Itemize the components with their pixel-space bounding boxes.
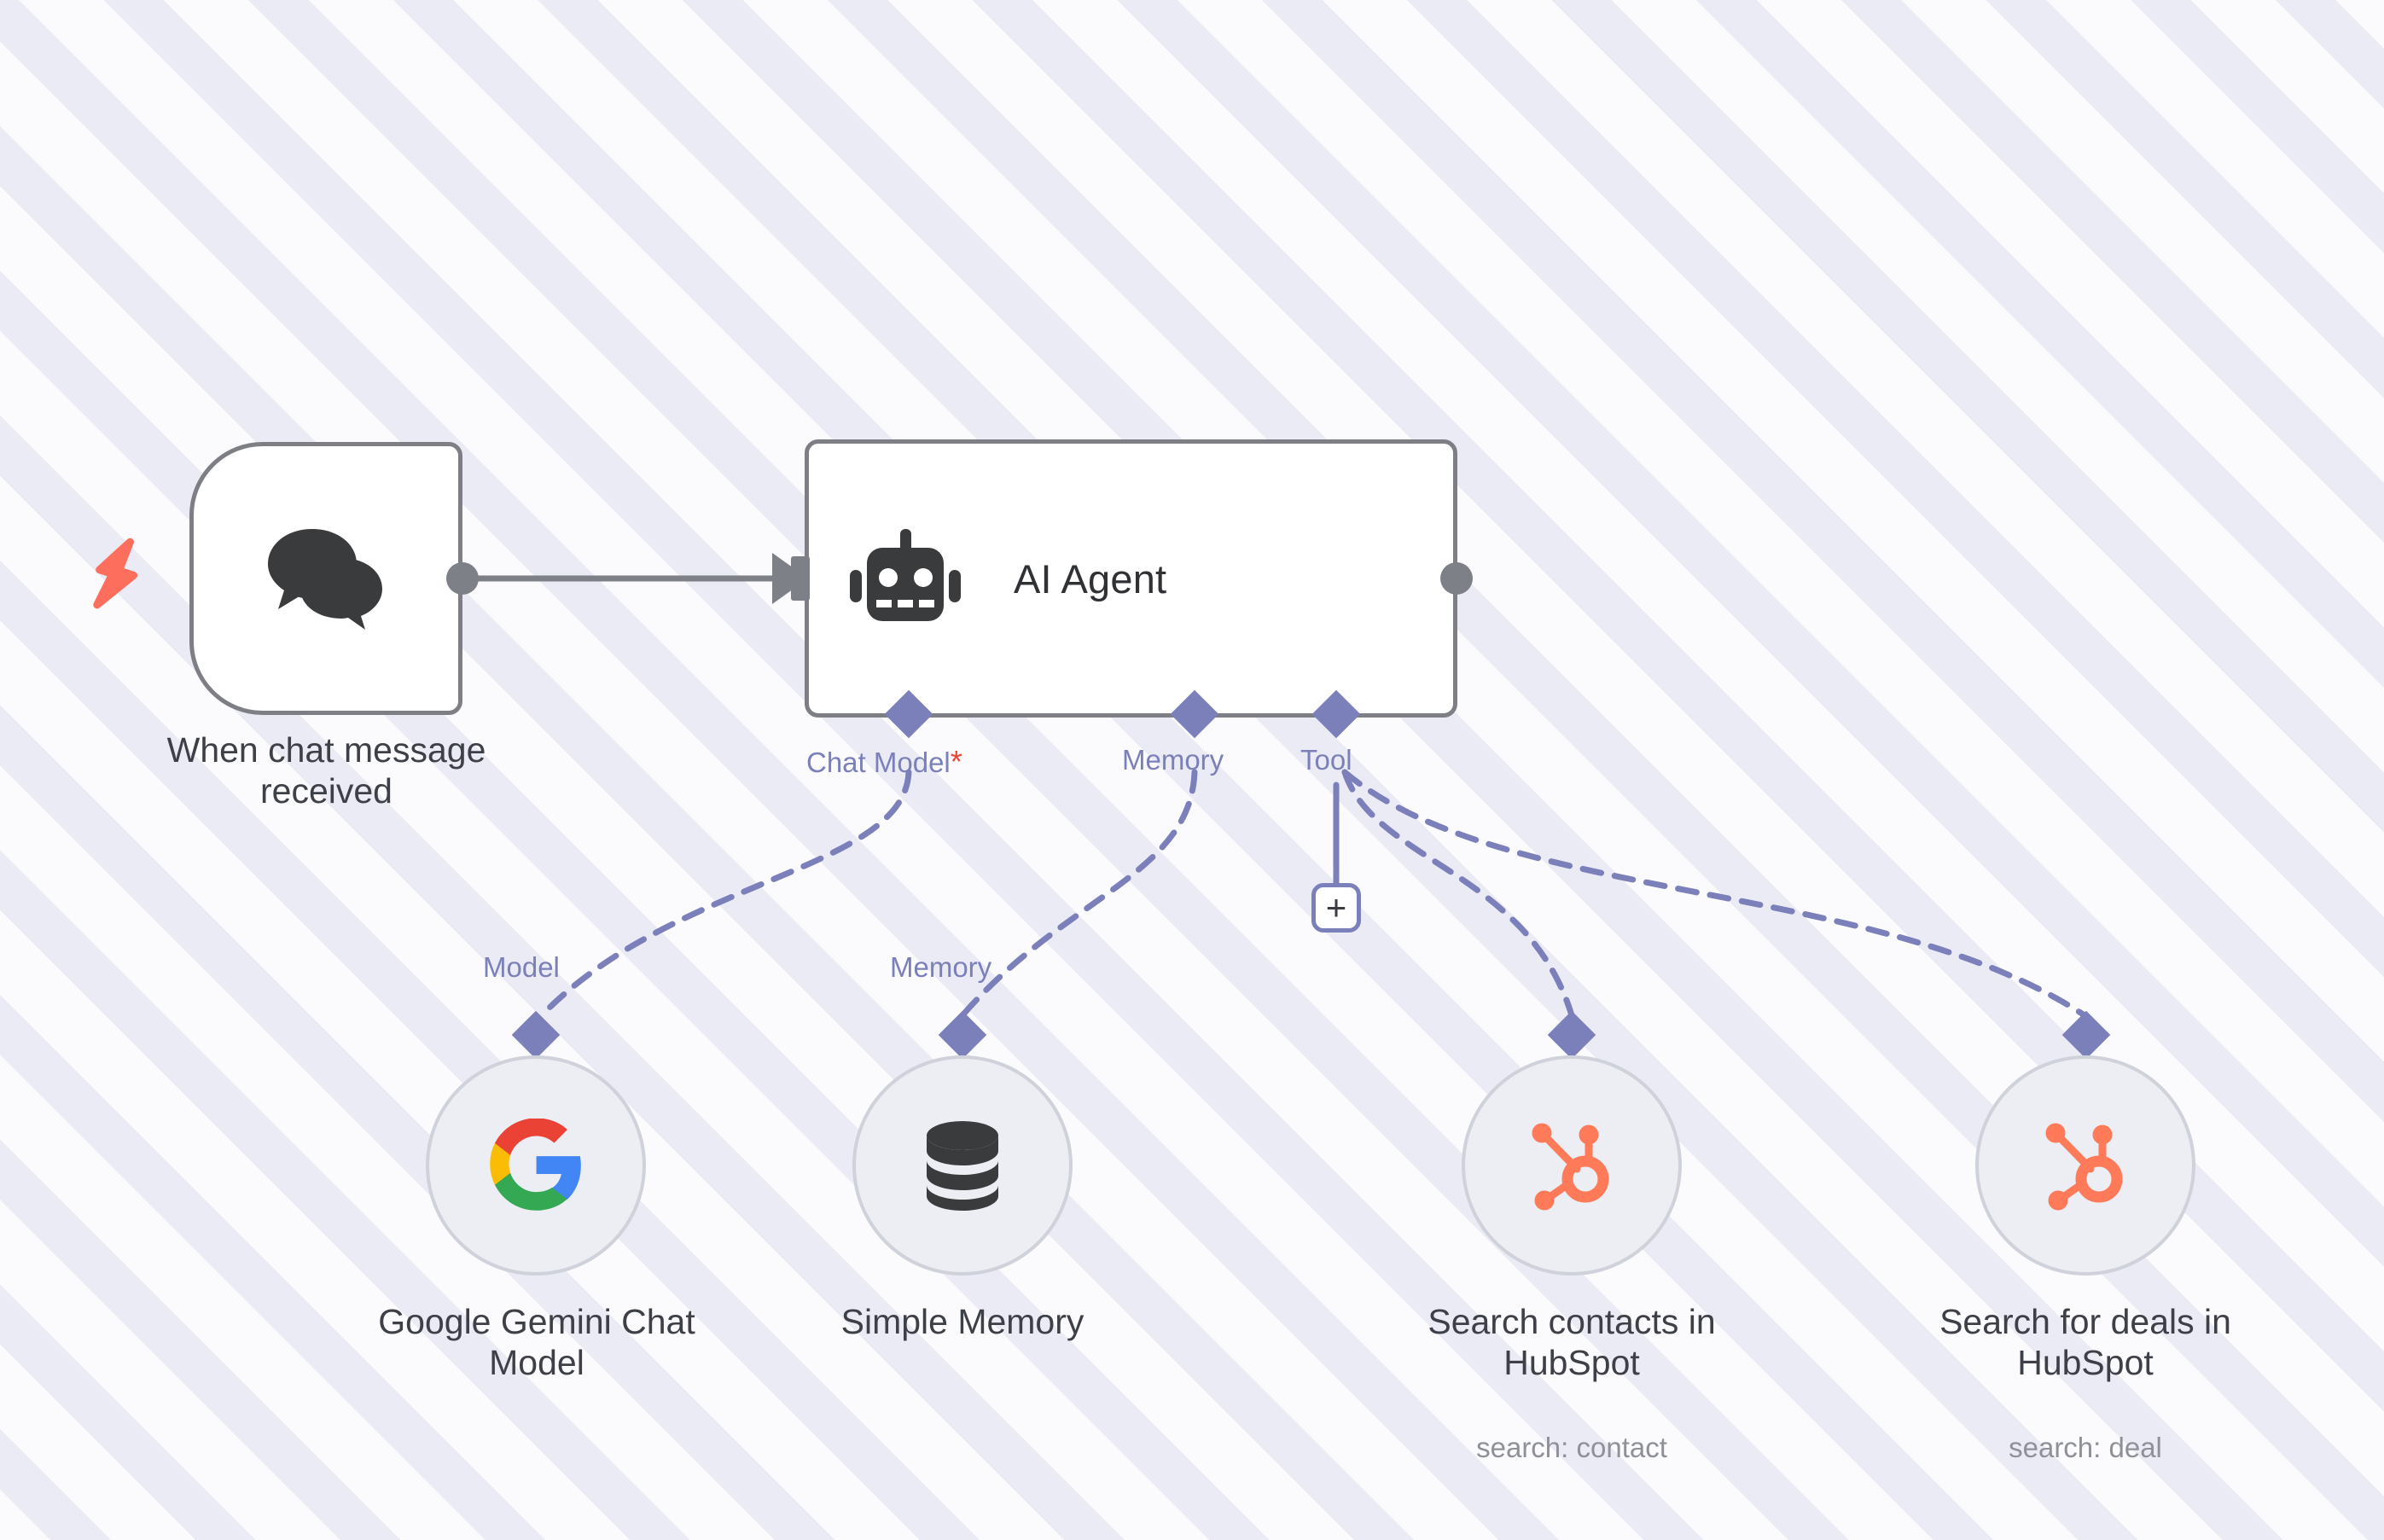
hubspot-icon bbox=[2041, 1118, 2130, 1213]
node-simple-memory[interactable] bbox=[852, 1055, 1073, 1276]
agent-port-label-chat-model: Chat Model* bbox=[806, 744, 962, 780]
node-ai-agent[interactable]: AI Agent bbox=[805, 439, 1457, 718]
sub-node-port-search-deals[interactable] bbox=[2061, 1010, 2111, 1060]
add-tool-button[interactable]: + bbox=[1311, 883, 1361, 933]
node-search-contacts-in-hubspot[interactable] bbox=[1462, 1055, 1682, 1276]
node-label-simple-memory: Simple Memory bbox=[840, 1302, 1084, 1341]
sub-node-port-search-contacts[interactable] bbox=[1547, 1010, 1596, 1060]
agent-output-port[interactable] bbox=[1440, 562, 1473, 595]
agent-port-label-chat-model-text: Chat Model bbox=[806, 747, 951, 778]
robot-icon bbox=[850, 529, 961, 628]
node-subtitle-search-for-deals-in-hubspot: search: deal bbox=[2009, 1432, 2162, 1463]
lightning-bolt-icon bbox=[89, 538, 143, 615]
agent-port-label-memory: Memory bbox=[1122, 744, 1224, 776]
node-label-ai-agent: AI Agent bbox=[1014, 555, 1167, 601]
sub-node-port-simple-memory[interactable] bbox=[938, 1010, 987, 1060]
agent-input-port[interactable] bbox=[791, 556, 810, 601]
node-when-chat-message-received[interactable] bbox=[189, 442, 462, 715]
node-label-search-for-deals-in-hubspot: Search for deals in HubSpot bbox=[1939, 1302, 2231, 1383]
plus-icon: + bbox=[1325, 887, 1347, 927]
node-search-for-deals-in-hubspot[interactable] bbox=[1975, 1055, 2195, 1276]
node-google-gemini-chat-model[interactable] bbox=[426, 1055, 646, 1276]
hubspot-icon bbox=[1527, 1118, 1616, 1213]
sub-node-port-label-model: Model bbox=[483, 951, 560, 983]
sub-node-port-google-gemini[interactable] bbox=[511, 1010, 561, 1060]
node-label-when-chat-message-received: When chat message received bbox=[166, 730, 486, 811]
chat-bubbles-icon bbox=[268, 527, 384, 630]
agent-port-label-tool: Tool bbox=[1300, 744, 1352, 776]
required-asterisk-icon: * bbox=[950, 744, 962, 779]
trigger-output-port[interactable] bbox=[446, 562, 479, 595]
database-icon bbox=[920, 1120, 1005, 1211]
node-label-google-gemini-chat-model: Google Gemini Chat Model bbox=[378, 1302, 695, 1383]
sub-node-port-label-memory: Memory bbox=[890, 951, 992, 983]
node-subtitle-search-contacts-in-hubspot: search: contact bbox=[1476, 1432, 1667, 1463]
node-label-search-contacts-in-hubspot: Search contacts in HubSpot bbox=[1427, 1302, 1716, 1383]
google-g-icon bbox=[490, 1119, 582, 1212]
